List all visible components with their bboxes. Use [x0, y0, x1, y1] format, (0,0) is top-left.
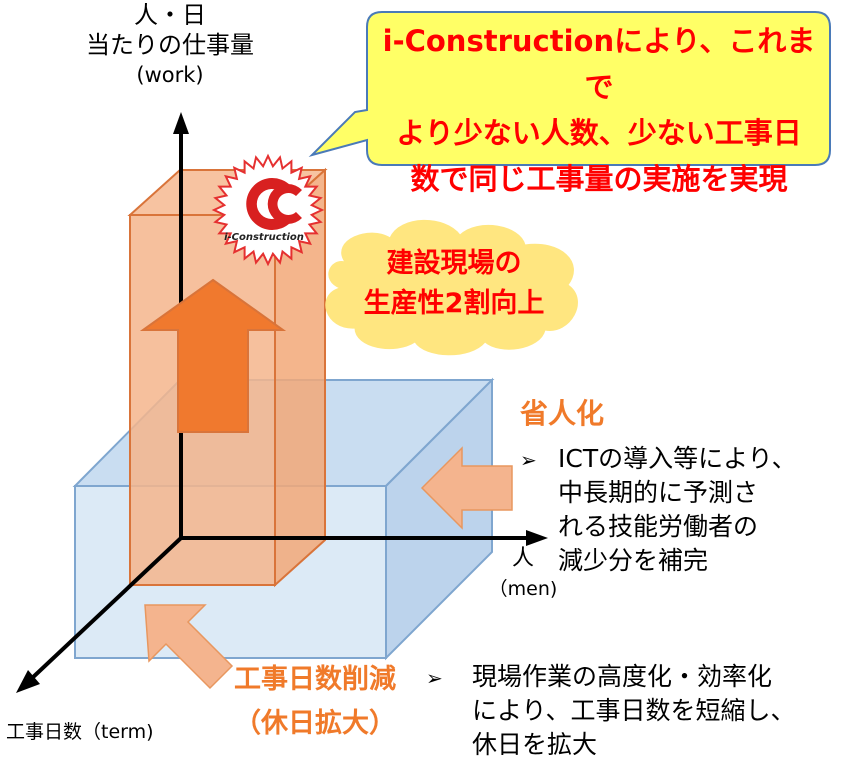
- vertical-axis-label-line2: 当たりの仕事量: [86, 31, 254, 59]
- term-axis-label: 工事日数（term): [6, 721, 154, 743]
- day-reduction-arrow: [144, 604, 234, 690]
- labor-saving-line4: 減少分を補完: [558, 546, 709, 575]
- day-reduction-title: 工事日数削減 （休日拡大）: [205, 658, 425, 746]
- labor-saving-bullet: ➢: [520, 448, 537, 472]
- callout-line1: i-Constructionにより、これまで: [382, 24, 816, 104]
- cloud-line2: 生産性2割向上: [363, 288, 545, 319]
- labor-saving-title: 省人化: [520, 397, 605, 430]
- callout-line3: 数で同じ工事量の実施を実現: [410, 162, 788, 196]
- labor-saving-line1: ICTの導入等により、: [558, 444, 797, 473]
- logo-text: i-Construction: [224, 232, 304, 243]
- labor-saving-line2: 中長期的に予測さ: [558, 478, 759, 507]
- i-construction-logo: i-Construction: [211, 153, 325, 267]
- vertical-axis-label-line1: 人・日: [134, 1, 206, 29]
- vertical-axis-label: 人・日 当たりの仕事量 (work): [80, 0, 260, 90]
- productivity-up-arrow: [139, 278, 287, 433]
- day-reduction-line3: 休日を拡大: [472, 730, 598, 759]
- day-reduction-bullet: ➢: [426, 666, 443, 690]
- day-reduction-text: 現場作業の高度化・効率化 により、工事日数を短縮し、 休日を拡大: [472, 660, 838, 762]
- day-reduction-line1: 現場作業の高度化・効率化: [472, 662, 773, 691]
- productivity-cloud: [325, 219, 578, 356]
- men-axis-label-line1: 人: [511, 546, 534, 571]
- day-reduction-line2: により、工事日数を短縮し、: [472, 696, 796, 725]
- men-axis-label: 人 （men): [478, 544, 568, 604]
- cloud-line1: 建設現場の: [386, 248, 522, 279]
- labor-saving-text: ICTの導入等により、 中長期的に予測さ れる技能労働者の 減少分を補完: [558, 442, 838, 578]
- callout-text: i-Constructionにより、これまで より少ない人数、少ない工事日 数で…: [372, 18, 826, 202]
- vertical-axis-label-line3: (work): [136, 63, 204, 87]
- callout-line2: より少ない人数、少ない工事日: [396, 116, 802, 150]
- labor-saving-line3: れる技能労働者の: [558, 512, 759, 541]
- cloud-text: 建設現場の 生産性2割向上: [338, 244, 570, 324]
- men-axis-label-line2: （men): [488, 578, 558, 600]
- day-reduction-title-line1: 工事日数削減: [234, 664, 396, 695]
- labor-saving-arrow: [420, 446, 513, 530]
- day-reduction-title-line2: （休日拡大）: [234, 708, 396, 739]
- callout-bubble: [308, 11, 831, 166]
